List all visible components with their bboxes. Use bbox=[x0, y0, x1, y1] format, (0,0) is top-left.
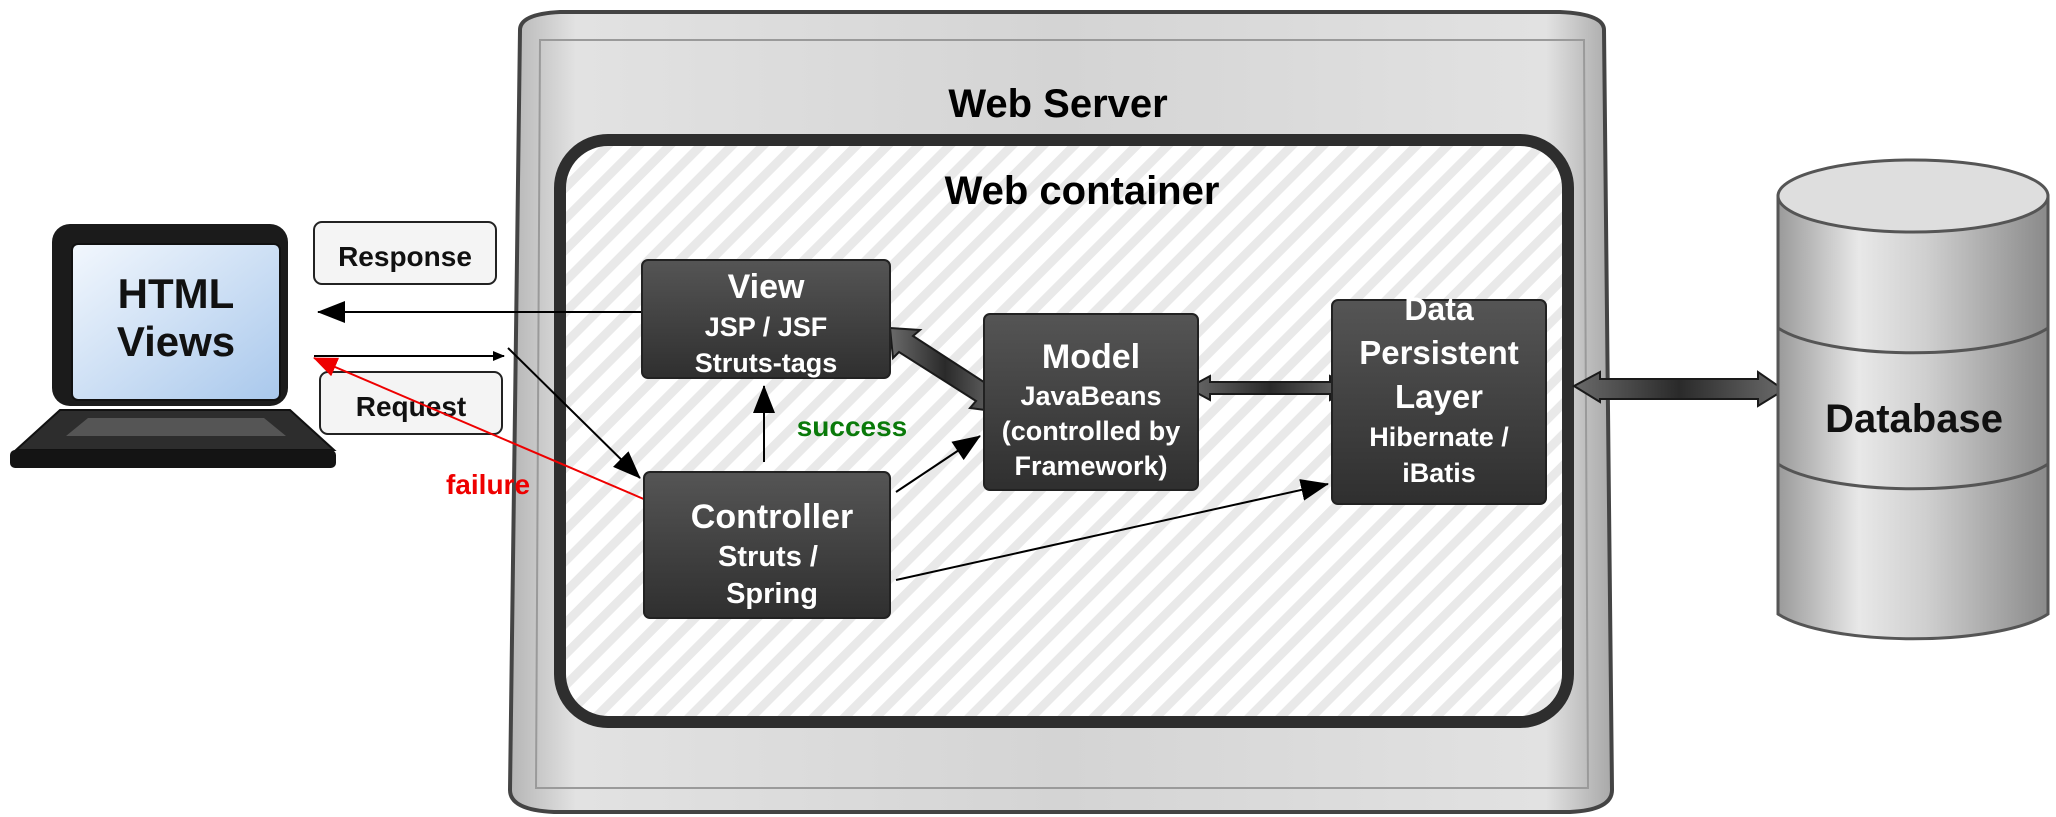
database-icon: Database bbox=[1776, 158, 2050, 641]
html-views-line2: Views bbox=[117, 318, 235, 365]
controller-line1: Struts / bbox=[718, 541, 818, 573]
data-layer-box: Data Persistent Layer Hibernate / iBatis bbox=[1331, 291, 1547, 505]
controller-to-model-arrow bbox=[895, 435, 981, 493]
model-line3: Framework) bbox=[1014, 451, 1167, 481]
controller-line2: Spring bbox=[726, 578, 818, 610]
controller-to-data-layer-arrow bbox=[895, 479, 1329, 581]
failure-arrow bbox=[313, 357, 647, 501]
data-layer-line3: Layer bbox=[1395, 378, 1483, 415]
model-box: Model JavaBeans (controlled by Framework… bbox=[983, 313, 1199, 491]
request-label: Request bbox=[356, 391, 466, 422]
success-label: success bbox=[797, 411, 908, 442]
web-server-title: Web Server bbox=[948, 82, 1167, 126]
failure-label: failure bbox=[446, 469, 530, 500]
model-line2: (controlled by bbox=[1002, 416, 1181, 446]
model-title: Model bbox=[1042, 338, 1140, 376]
data-layer-line1: Data bbox=[1404, 291, 1474, 327]
controller-box: Controller Struts / Spring bbox=[643, 471, 891, 619]
view-box: View JSP / JSF Struts-tags bbox=[641, 259, 891, 379]
model-line1: JavaBeans bbox=[1020, 381, 1161, 411]
response-label: Response bbox=[338, 241, 472, 272]
response-label-box: Response bbox=[313, 221, 497, 285]
view-line1: JSP / JSF bbox=[705, 312, 828, 342]
view-title: View bbox=[728, 268, 805, 306]
request-to-controller-arrow bbox=[507, 347, 641, 479]
view-line2: Struts-tags bbox=[695, 348, 838, 378]
data-layer-line2: Persistent bbox=[1359, 334, 1519, 371]
data-layer-line4: Hibernate / bbox=[1369, 422, 1509, 452]
database-label: Database bbox=[1825, 397, 2003, 441]
data-layer-line5: iBatis bbox=[1402, 458, 1476, 488]
controller-title: Controller bbox=[691, 498, 853, 536]
connectors bbox=[313, 301, 1786, 581]
html-views-line1: HTML bbox=[118, 270, 235, 317]
web-container-title: Web container bbox=[945, 169, 1220, 213]
request-label-box: Request bbox=[319, 371, 503, 435]
laptop-icon: HTML Views bbox=[10, 224, 337, 468]
